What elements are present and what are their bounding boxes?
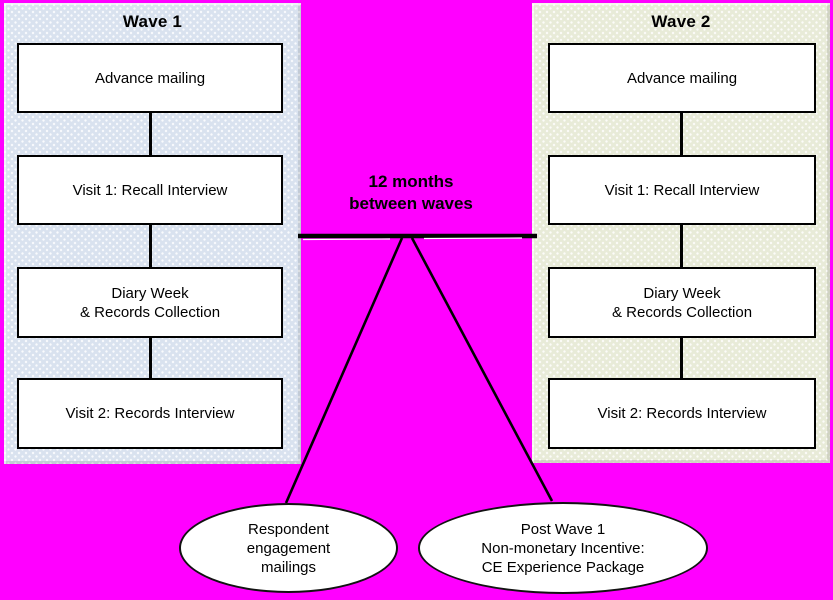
wave1-step-visit1: Visit 1: Recall Interview (17, 155, 283, 225)
wave1-title: Wave 1 (122, 12, 183, 31)
step-label: Visit 2: Records Interview (597, 405, 767, 422)
wave2-connector-3 (680, 338, 683, 378)
step-label: Visit 1: Recall Interview (72, 181, 228, 199)
respondent-engagement-callout: Respondent engagement mailings (179, 503, 398, 593)
wave2-connector-1 (680, 113, 683, 155)
step-label: Diary Week & Records Collection (79, 284, 221, 321)
callout-text: Respondent engagement mailings (246, 520, 331, 576)
step-label: Visit 1: Recall Interview (604, 181, 760, 199)
wave2-step-visit1: Visit 1: Recall Interview (548, 155, 816, 225)
wave2-step-visit2: Visit 2: Records Interview (548, 378, 816, 449)
right-callout-line (410, 237, 554, 502)
timeline-bar-highlight (423, 237, 523, 240)
wave2-connector-2 (680, 225, 683, 267)
wave2-panel: Wave 2 Advance mailing Visit 1: Recall I… (532, 3, 830, 463)
wave1-step-diary-week: Diary Week & Records Collection (17, 267, 283, 338)
timeline-bar-highlight (302, 238, 391, 241)
post-wave1-incentive-callout: Post Wave 1 Non-monetary Incentive: CE E… (418, 502, 708, 594)
wave1-panel: Wave 1 Advance mailing Visit 1: Recall I… (4, 3, 301, 464)
wave1-connector-2 (149, 225, 152, 267)
wave1-connector-1 (149, 113, 152, 155)
between-waves-label: 12 months between waves (349, 172, 473, 213)
wave2-title: Wave 2 (651, 12, 711, 31)
callout-text: Post Wave 1 Non-monetary Incentive: CE E… (481, 520, 645, 576)
wave1-connector-3 (149, 338, 152, 378)
step-label: Advance mailing (626, 69, 738, 87)
wave1-step-advance-mailing: Advance mailing (17, 43, 283, 113)
step-label: Diary Week & Records Collection (611, 284, 753, 321)
wave2-step-diary-week: Diary Week & Records Collection (548, 267, 816, 338)
left-callout-line (284, 237, 404, 504)
step-label: Visit 2: Records Interview (65, 405, 235, 422)
wave1-step-visit2: Visit 2: Records Interview (17, 378, 283, 449)
wave2-step-advance-mailing: Advance mailing (548, 43, 816, 113)
step-label: Advance mailing (94, 69, 206, 87)
